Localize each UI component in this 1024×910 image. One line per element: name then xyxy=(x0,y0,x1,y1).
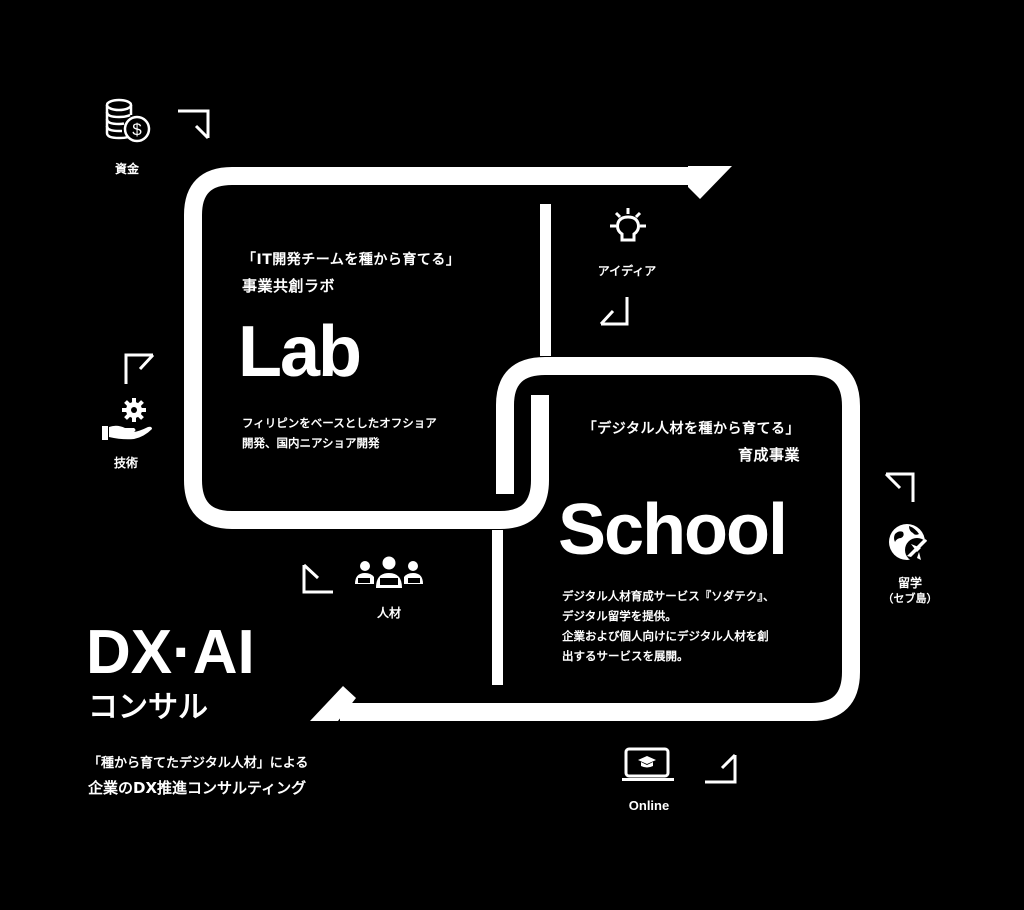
school-description: デジタル人材育成サービス『ソダテク』、 デジタル留学を提供。 企業および個人向け… xyxy=(562,586,775,666)
consulting-description: 「種から育てたデジタル人材」による 企業のDX推進コンサルティング xyxy=(88,752,308,800)
consulting-desc-line2: 企業のDX推進コンサルティング xyxy=(88,779,307,797)
online-label: Online xyxy=(628,798,670,813)
corner-arrow-online xyxy=(705,753,737,784)
study-abroad-label: 留学 （セブ島） xyxy=(880,576,940,606)
lab-subtitle-line2: 事業共創ラボ xyxy=(242,277,336,295)
lab-description: フィリピンをベースとしたオフショア 開発、国内ニアショア開発 xyxy=(242,413,437,453)
consulting-title: DX·AI xyxy=(86,618,255,687)
funds-label: 資金 xyxy=(114,162,139,176)
resource-technology: 技術 xyxy=(100,396,160,470)
school-desc-line4: 出するサービスを展開。 xyxy=(562,649,689,663)
corner-arrow-talent xyxy=(302,563,333,594)
resource-talent: 人材 xyxy=(352,556,426,620)
school-subtitle-line1: 「デジタル人材を種から育てる」 xyxy=(582,421,800,437)
idea-label: アイディア xyxy=(597,264,657,278)
lab-title: Lab xyxy=(238,312,362,392)
technology-label: 技術 xyxy=(113,456,138,470)
corner-arrow-funds xyxy=(178,109,210,140)
resource-funds: $ 資金 xyxy=(100,96,160,176)
lab-frame xyxy=(184,167,700,529)
lab-desc-line2: 開発、国内ニアショア開発 xyxy=(242,436,380,450)
consulting-subtitle: コンサル xyxy=(88,690,208,725)
coins-dollar-icon: $ xyxy=(105,98,151,143)
hand-gear-icon xyxy=(102,398,152,440)
school-desc-line3: 企業および個人向けにデジタル人材を創 xyxy=(562,629,769,643)
lab-subtitle: 「IT開発チームを種から育てる」 事業共創ラボ xyxy=(242,247,460,299)
talent-label: 人材 xyxy=(376,606,401,620)
resource-online: Online xyxy=(620,746,680,813)
study-abroad-label-line1: 留学 xyxy=(897,576,922,590)
svg-text:$: $ xyxy=(132,120,142,139)
school-subtitle-line2: 育成事業 xyxy=(737,446,800,464)
corner-arrow-technology xyxy=(124,353,155,384)
school-divider-line xyxy=(492,530,503,685)
lab-desc-line1: フィリピンをベースとしたオフショア xyxy=(242,416,437,430)
school-title: School xyxy=(558,490,788,570)
corner-arrow-study-abroad xyxy=(884,472,915,502)
lab-subtitle-line1: 「IT開発チームを種から育てる」 xyxy=(242,252,461,268)
consulting-desc-line1: 「種から育てたデジタル人材」による xyxy=(88,756,309,771)
laptop-graduation-icon xyxy=(622,747,674,781)
school-arrow-tip xyxy=(310,686,356,721)
study-abroad-label-line2: （セブ島） xyxy=(882,592,938,605)
people-group-icon xyxy=(355,556,423,588)
corner-arrow-idea xyxy=(599,297,629,326)
globe-airplane-icon xyxy=(889,524,929,562)
lightbulb-icon xyxy=(610,208,646,242)
lab-arrow-tip xyxy=(688,166,732,199)
lab-divider-line xyxy=(540,204,551,356)
school-subtitle: 「デジタル人材を種から育てる」 育成事業 xyxy=(583,416,800,468)
school-desc-line2: デジタル留学を提供。 xyxy=(562,609,677,623)
school-desc-line1: デジタル人材育成サービス『ソダテク』、 xyxy=(562,589,775,603)
